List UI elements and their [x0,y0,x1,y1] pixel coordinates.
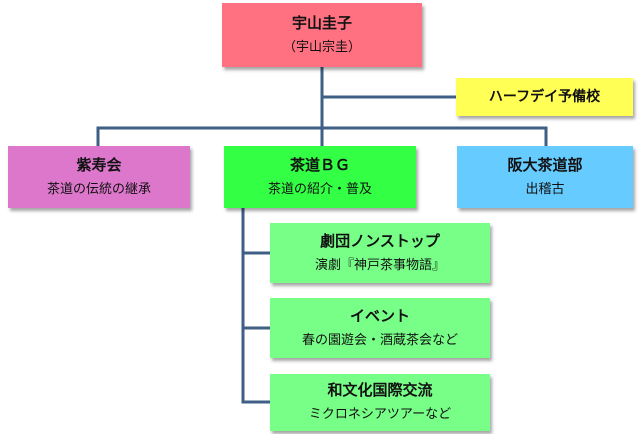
department-name: 紫寿会 [76,155,122,174]
department-description: 茶道の紹介・普及 [267,181,372,197]
child-description: 春の園遊会・酒蔵茶会など [301,332,458,348]
department-name: 茶道ＢＧ [289,155,350,174]
side-branch-name: ハーフデイ予備校 [488,89,601,105]
child-name: 和文化国際交流 [327,381,433,399]
child-name: イベント [349,306,410,325]
department-name: 阪大茶道部 [507,155,583,174]
root-subtitle: （宇山宗圭） [282,39,361,55]
child-name: 劇団ノンストップ [320,231,440,250]
root-name: 宇山圭子 [291,13,352,32]
department-node-sado-bg: 茶道ＢＧ 茶道の紹介・普及 [224,146,416,208]
child-node-event: イベント 春の園遊会・酒蔵茶会など [270,298,490,358]
department-description: 茶道の伝統の継承 [46,181,151,197]
child-node-cultural-exchange: 和文化国際交流 ミクロネシアツアーなど [270,374,490,431]
department-node-handai: 阪大茶道部 出稽古 [457,146,633,208]
side-branch-node: ハーフデイ予備校 [456,78,633,116]
root-node: 宇山圭子 （宇山宗圭） [222,3,422,67]
child-description: ミクロネシアツアーなど [308,407,452,422]
department-description: 出稽古 [525,181,565,197]
child-node-theater: 劇団ノンストップ 演劇『神戸茶事物語』 [270,223,490,283]
department-node-shijukai: 紫寿会 茶道の伝統の継承 [8,146,190,208]
child-description: 演劇『神戸茶事物語』 [314,257,445,273]
